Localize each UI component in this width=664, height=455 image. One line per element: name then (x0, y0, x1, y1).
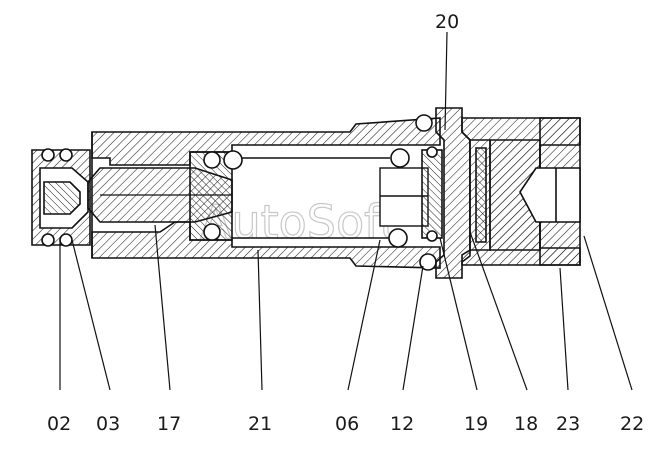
balls-06-12 (203, 114, 437, 271)
callout-19: 19 (464, 413, 488, 435)
callout-06: 06 (335, 413, 359, 435)
callout-23: 23 (556, 413, 580, 435)
spring-chamber (232, 157, 429, 239)
callout-18: 18 (514, 413, 538, 435)
callout-12: 12 (390, 413, 414, 435)
callout-21: 21 (248, 413, 272, 435)
callout-17: 17 (157, 413, 181, 435)
callout-22: 22 (620, 413, 644, 435)
callout-20: 20 (435, 11, 459, 33)
callout-labels: 20 02 03 17 21 06 12 19 18 23 22 (47, 11, 644, 435)
end-cap-22-23 (461, 117, 581, 266)
leader-lines (59, 31, 633, 391)
callout-02: 02 (47, 413, 71, 435)
collar-19-20 (421, 107, 471, 279)
callout-03: 03 (96, 413, 120, 435)
left-fitting (31, 148, 91, 247)
